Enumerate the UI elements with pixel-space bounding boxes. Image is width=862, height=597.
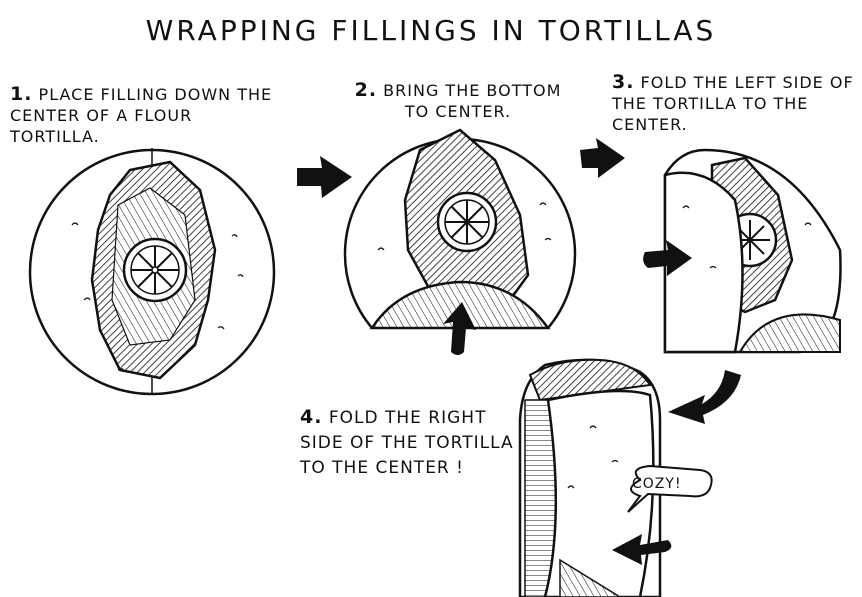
step-1-tortilla-illustration: [30, 148, 274, 395]
curved-arrow-icon: [668, 370, 741, 424]
arrow-right-icon: [297, 156, 352, 198]
speech-bubble-text: COZY!: [632, 476, 682, 492]
step-2-tortilla-illustration: [345, 130, 575, 328]
step-3-tortilla-illustration: [665, 150, 841, 352]
arrow-right-icon: [580, 138, 625, 178]
